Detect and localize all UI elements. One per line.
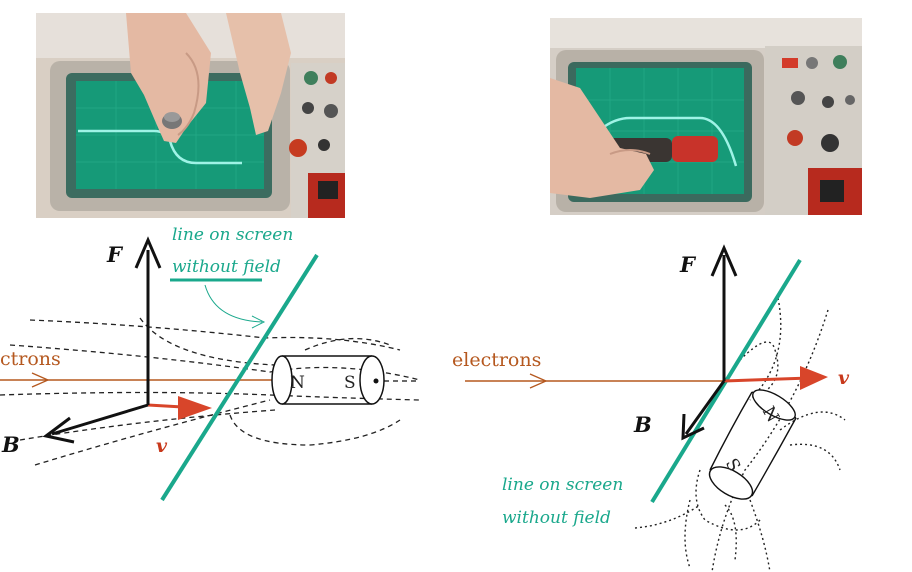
left-screen-label-line1: line on screen [172, 225, 293, 245]
right-velocity-vector [723, 376, 811, 383]
left-velocity-label: v [156, 435, 168, 457]
right-force-arrowhead-icon [710, 244, 738, 277]
right-velocity-arrowhead-icon [800, 366, 828, 390]
left-diagram: F B v ctrons line on screen without fiel… [0, 225, 421, 502]
left-field-lines [0, 317, 421, 466]
right-force-label: F [679, 252, 697, 277]
left-beam-arrow-icon [31, 372, 50, 388]
right-diagram: F B v electrons line on screen without f… [452, 244, 850, 572]
left-force-label: F [106, 242, 124, 267]
left-field-arrowhead-icon [42, 416, 75, 444]
oscilloscope-bar-magnet-photo-icon [550, 18, 862, 215]
left-field-vector [51, 403, 149, 436]
right-bar-magnet-icon [708, 389, 797, 500]
oscilloscope-hand-magnet-photo-icon [36, 13, 345, 218]
left-screen-line [160, 253, 319, 502]
right-field-label: B [633, 412, 652, 437]
right-field-lines [634, 297, 846, 572]
right-screen-label-line2: without field [502, 508, 611, 528]
left-magnet-north-label: N [290, 373, 305, 393]
left-field-label: B [1, 432, 20, 457]
left-label-pointer [204, 284, 263, 323]
left-electrons-label: ctrons [0, 348, 61, 370]
right-velocity-label: v [838, 367, 850, 389]
right-screen-label-line1: line on screen [502, 475, 623, 495]
left-velocity-arrowhead-icon [178, 396, 212, 420]
left-bar-magnet-icon [271, 355, 420, 405]
left-force-arrowhead-icon [134, 236, 162, 269]
left-screen-label-line2: without field [172, 257, 281, 277]
right-field-arrowhead-icon [681, 413, 705, 441]
right-beam-arrow-icon [529, 373, 548, 389]
left-magnet-south-label: S [344, 373, 356, 393]
right-field-vector [684, 380, 726, 435]
right-electrons-label: electrons [452, 349, 541, 371]
